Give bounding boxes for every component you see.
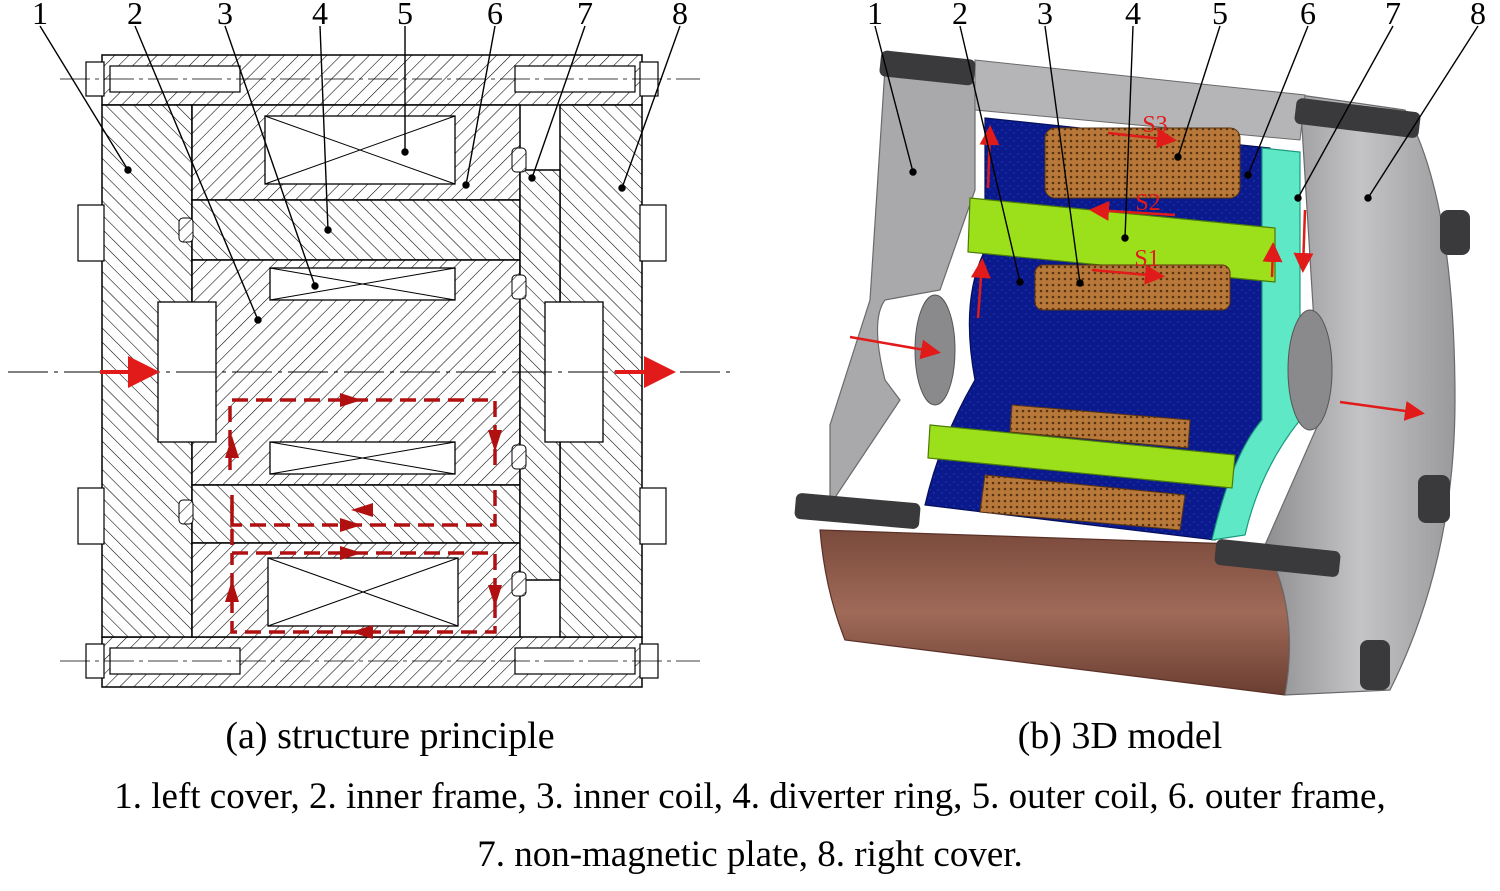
outer-coil-3d [1044,127,1241,199]
label-a-3: 3 [217,0,233,31]
label-a-6: 6 [487,0,503,31]
label-b-2: 2 [952,0,968,31]
caption-structure-principle: (a) structure principle [225,715,555,757]
label-b-5: 5 [1212,0,1228,31]
legend-line-2: 7. non-magnetic plate, 8. right cover. [477,834,1023,875]
gap-label-s3: S3 [1142,112,1167,138]
3d-model-render: S3 S2 S1 1 2 3 4 5 6 7 8 [794,0,1486,696]
label-b-7: 7 [1385,0,1401,31]
diverter-ring-bottom [191,484,521,544]
gap-label-s2: S2 [1135,190,1160,216]
inner-coil-3d [1034,264,1231,311]
diverter-ring-3d [967,197,1276,283]
label-a-1: 1 [32,0,48,31]
label-a-5: 5 [397,0,413,31]
label-b-1: 1 [867,0,883,31]
label-b-3: 3 [1037,0,1053,31]
label-a-7: 7 [577,0,593,31]
right-cover-3d [1264,94,1456,696]
label-a-8: 8 [672,0,688,31]
legend-line-1: 1. left cover, 2. inner frame, 3. inner … [114,776,1386,817]
structure-principle-drawing: 1 2 3 4 5 6 7 8 [8,0,735,688]
label-b-4: 4 [1125,0,1141,31]
label-b-6: 6 [1300,0,1316,31]
left-cover-3d [829,67,976,507]
gap-label-s1: S1 [1134,246,1159,272]
label-b-8: 8 [1470,0,1486,31]
caption-3d-model: (b) 3D model [1017,715,1223,757]
label-a-2: 2 [127,0,143,31]
diverter-ring-top [191,199,521,261]
label-a-4: 4 [312,0,328,31]
